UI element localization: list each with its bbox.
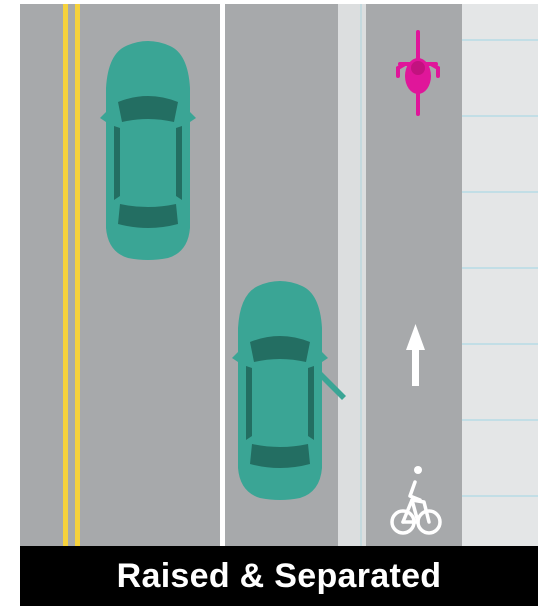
bike-lane	[366, 4, 462, 546]
lane-line	[220, 4, 225, 546]
caption-bar: Raised & Separated	[20, 546, 538, 606]
sidewalk	[462, 4, 538, 546]
bike-lane-symbol-icon	[390, 466, 442, 535]
sidewalk-joints	[462, 39, 538, 497]
double-yellow-centerline-right	[75, 4, 80, 546]
open-car-door	[318, 370, 346, 400]
car-top-view-icon	[100, 41, 196, 260]
caption-title: Raised & Separated	[116, 556, 442, 595]
cyclist-top-view-icon	[396, 30, 440, 116]
double-yellow-centerline-left	[63, 4, 68, 546]
car-top-view-icon	[232, 281, 346, 500]
direction-arrow-icon	[406, 324, 425, 386]
